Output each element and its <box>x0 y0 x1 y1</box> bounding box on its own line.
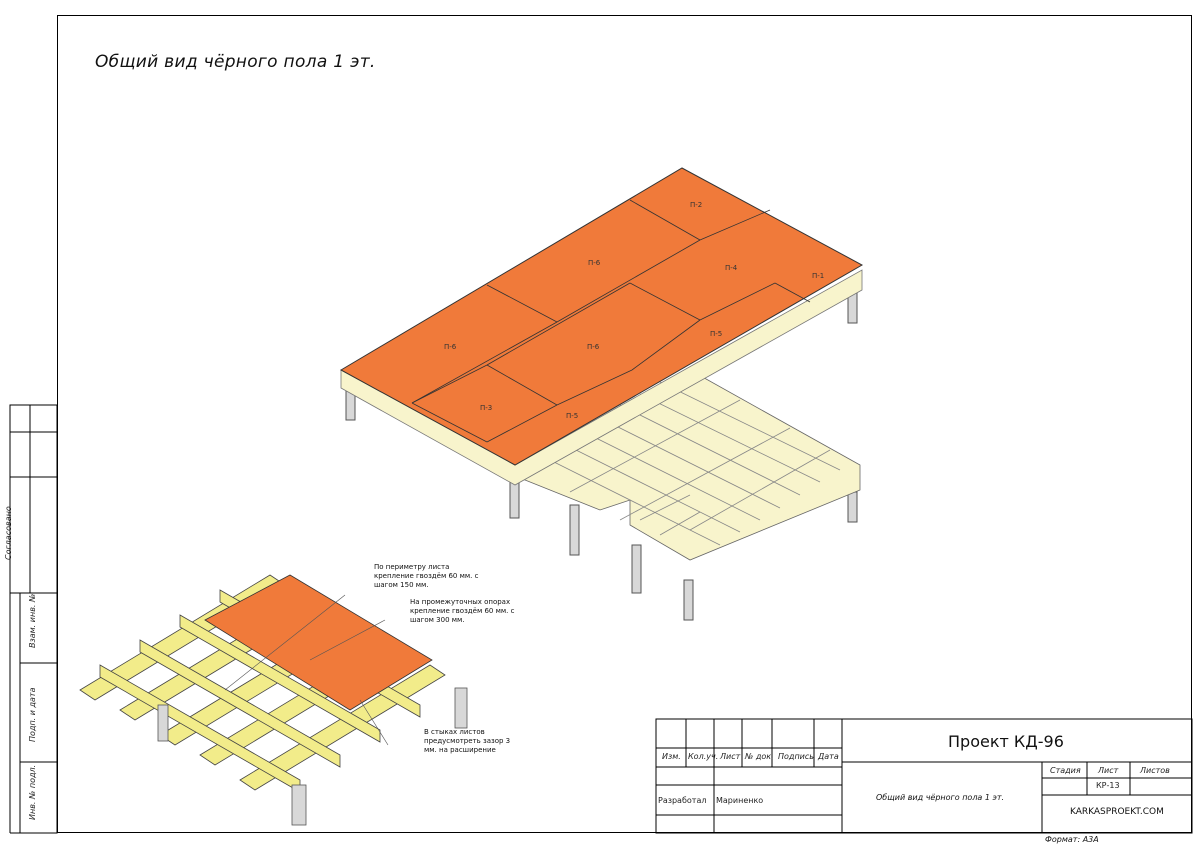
panel-label: П-3 <box>480 404 492 412</box>
stamp-header-change: Изм. <box>662 752 681 761</box>
drawing-title: Общий вид чёрного пола 1 эт. <box>95 52 376 72</box>
panel-label: П-4 <box>725 264 738 272</box>
project-name: Проект КД-96 <box>948 732 1064 751</box>
site-name: KARKASPROEKT.COM <box>1070 807 1164 817</box>
detail-post <box>454 687 468 729</box>
detail-post <box>291 784 307 826</box>
post <box>631 544 642 594</box>
sheets-label: Листов <box>1140 766 1170 775</box>
format-label: Формат: А3А <box>1045 835 1099 844</box>
sheet-value: КР-13 <box>1096 781 1120 790</box>
developer-name: Мариненко <box>716 796 764 805</box>
detail-sheet <box>204 574 433 711</box>
panel-label: П-6 <box>444 343 457 351</box>
panel-label: П-5 <box>566 412 578 420</box>
sheet-description: Общий вид чёрного пола 1 эт. <box>876 793 1005 802</box>
panel-labels: П-2 П-6 П-4 П-1 П-6 П-6 П-5 П-3 П-5 <box>444 201 824 420</box>
panel-label: П-6 <box>588 259 601 267</box>
panel-label: П-1 <box>812 272 824 280</box>
stamp-header-count: Кол.уч. <box>688 752 719 761</box>
subfloor-sheets <box>339 167 864 466</box>
panel-label: П-2 <box>690 201 702 209</box>
stamp-header-doc: № док. <box>745 752 774 761</box>
post <box>569 504 580 556</box>
panel-label: П-6 <box>587 343 600 351</box>
stamp-header-date: Дата <box>818 752 839 761</box>
detail-post <box>157 704 169 742</box>
stamp-header-sign: Подпись <box>778 752 814 761</box>
stamp-header-sheet: Лист <box>720 752 741 761</box>
sheet-label: Лист <box>1098 766 1119 775</box>
developed-label: Разработал <box>658 796 707 805</box>
post <box>683 579 694 621</box>
stage-label: Стадия <box>1050 766 1081 775</box>
panel-label: П-5 <box>710 330 722 338</box>
